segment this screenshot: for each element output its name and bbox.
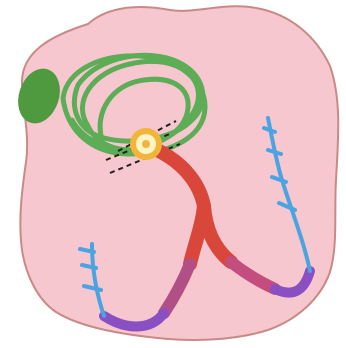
av-node bbox=[130, 128, 162, 160]
